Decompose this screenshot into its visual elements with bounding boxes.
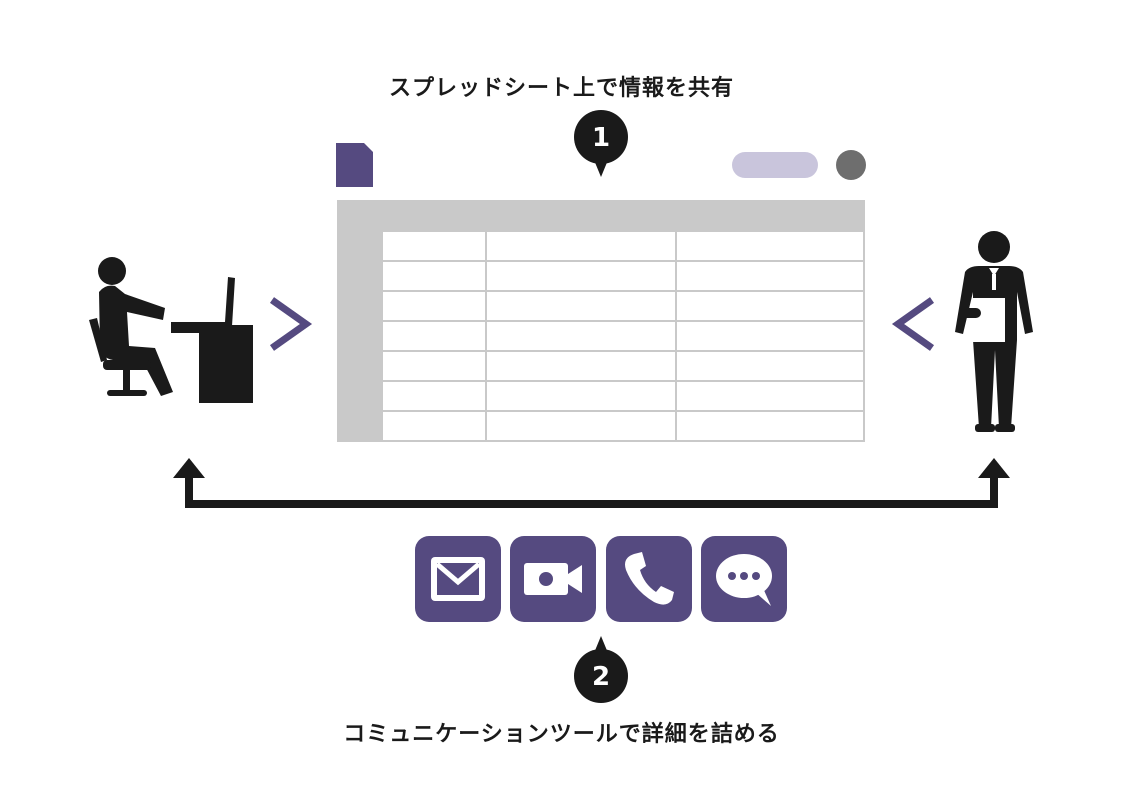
sheet-row [337, 320, 865, 352]
chat-bubble-icon [716, 554, 772, 606]
toolbar-pill [732, 152, 818, 178]
step-badge-2: 2 [574, 636, 628, 703]
mail-icon [431, 557, 485, 601]
sheet-row [337, 380, 865, 412]
caption-communication-tools: コミュニケーションツールで詳細を詰める [343, 722, 780, 747]
connection-arrow [173, 458, 1010, 508]
spreadsheet-grid [337, 200, 865, 442]
sheet-row [337, 230, 865, 262]
sheet-row [337, 290, 865, 322]
sheet-row [337, 350, 865, 382]
step-number-2: 2 [592, 662, 610, 692]
desk-worker-icon [89, 257, 253, 403]
chat-tool [701, 536, 787, 622]
phone-tool [606, 536, 692, 622]
user-avatar-dot [836, 150, 866, 180]
step-number-1: 1 [592, 123, 610, 153]
chevron-right-icon [269, 297, 313, 351]
sheet-row [337, 410, 865, 442]
step-badge-1: 1 [574, 110, 628, 177]
document-icon [336, 143, 373, 187]
video-camera-icon [524, 563, 582, 595]
phone-icon [625, 552, 674, 605]
sheet-row [337, 260, 865, 292]
mail-tool [415, 536, 501, 622]
video-call-tool [510, 536, 596, 622]
chevron-left-icon [891, 297, 935, 351]
caption-share-spreadsheet: スプレッドシート上で情報を共有 [388, 76, 734, 101]
standing-businessperson-icon [955, 231, 1033, 432]
sheet-header-row [337, 200, 865, 232]
